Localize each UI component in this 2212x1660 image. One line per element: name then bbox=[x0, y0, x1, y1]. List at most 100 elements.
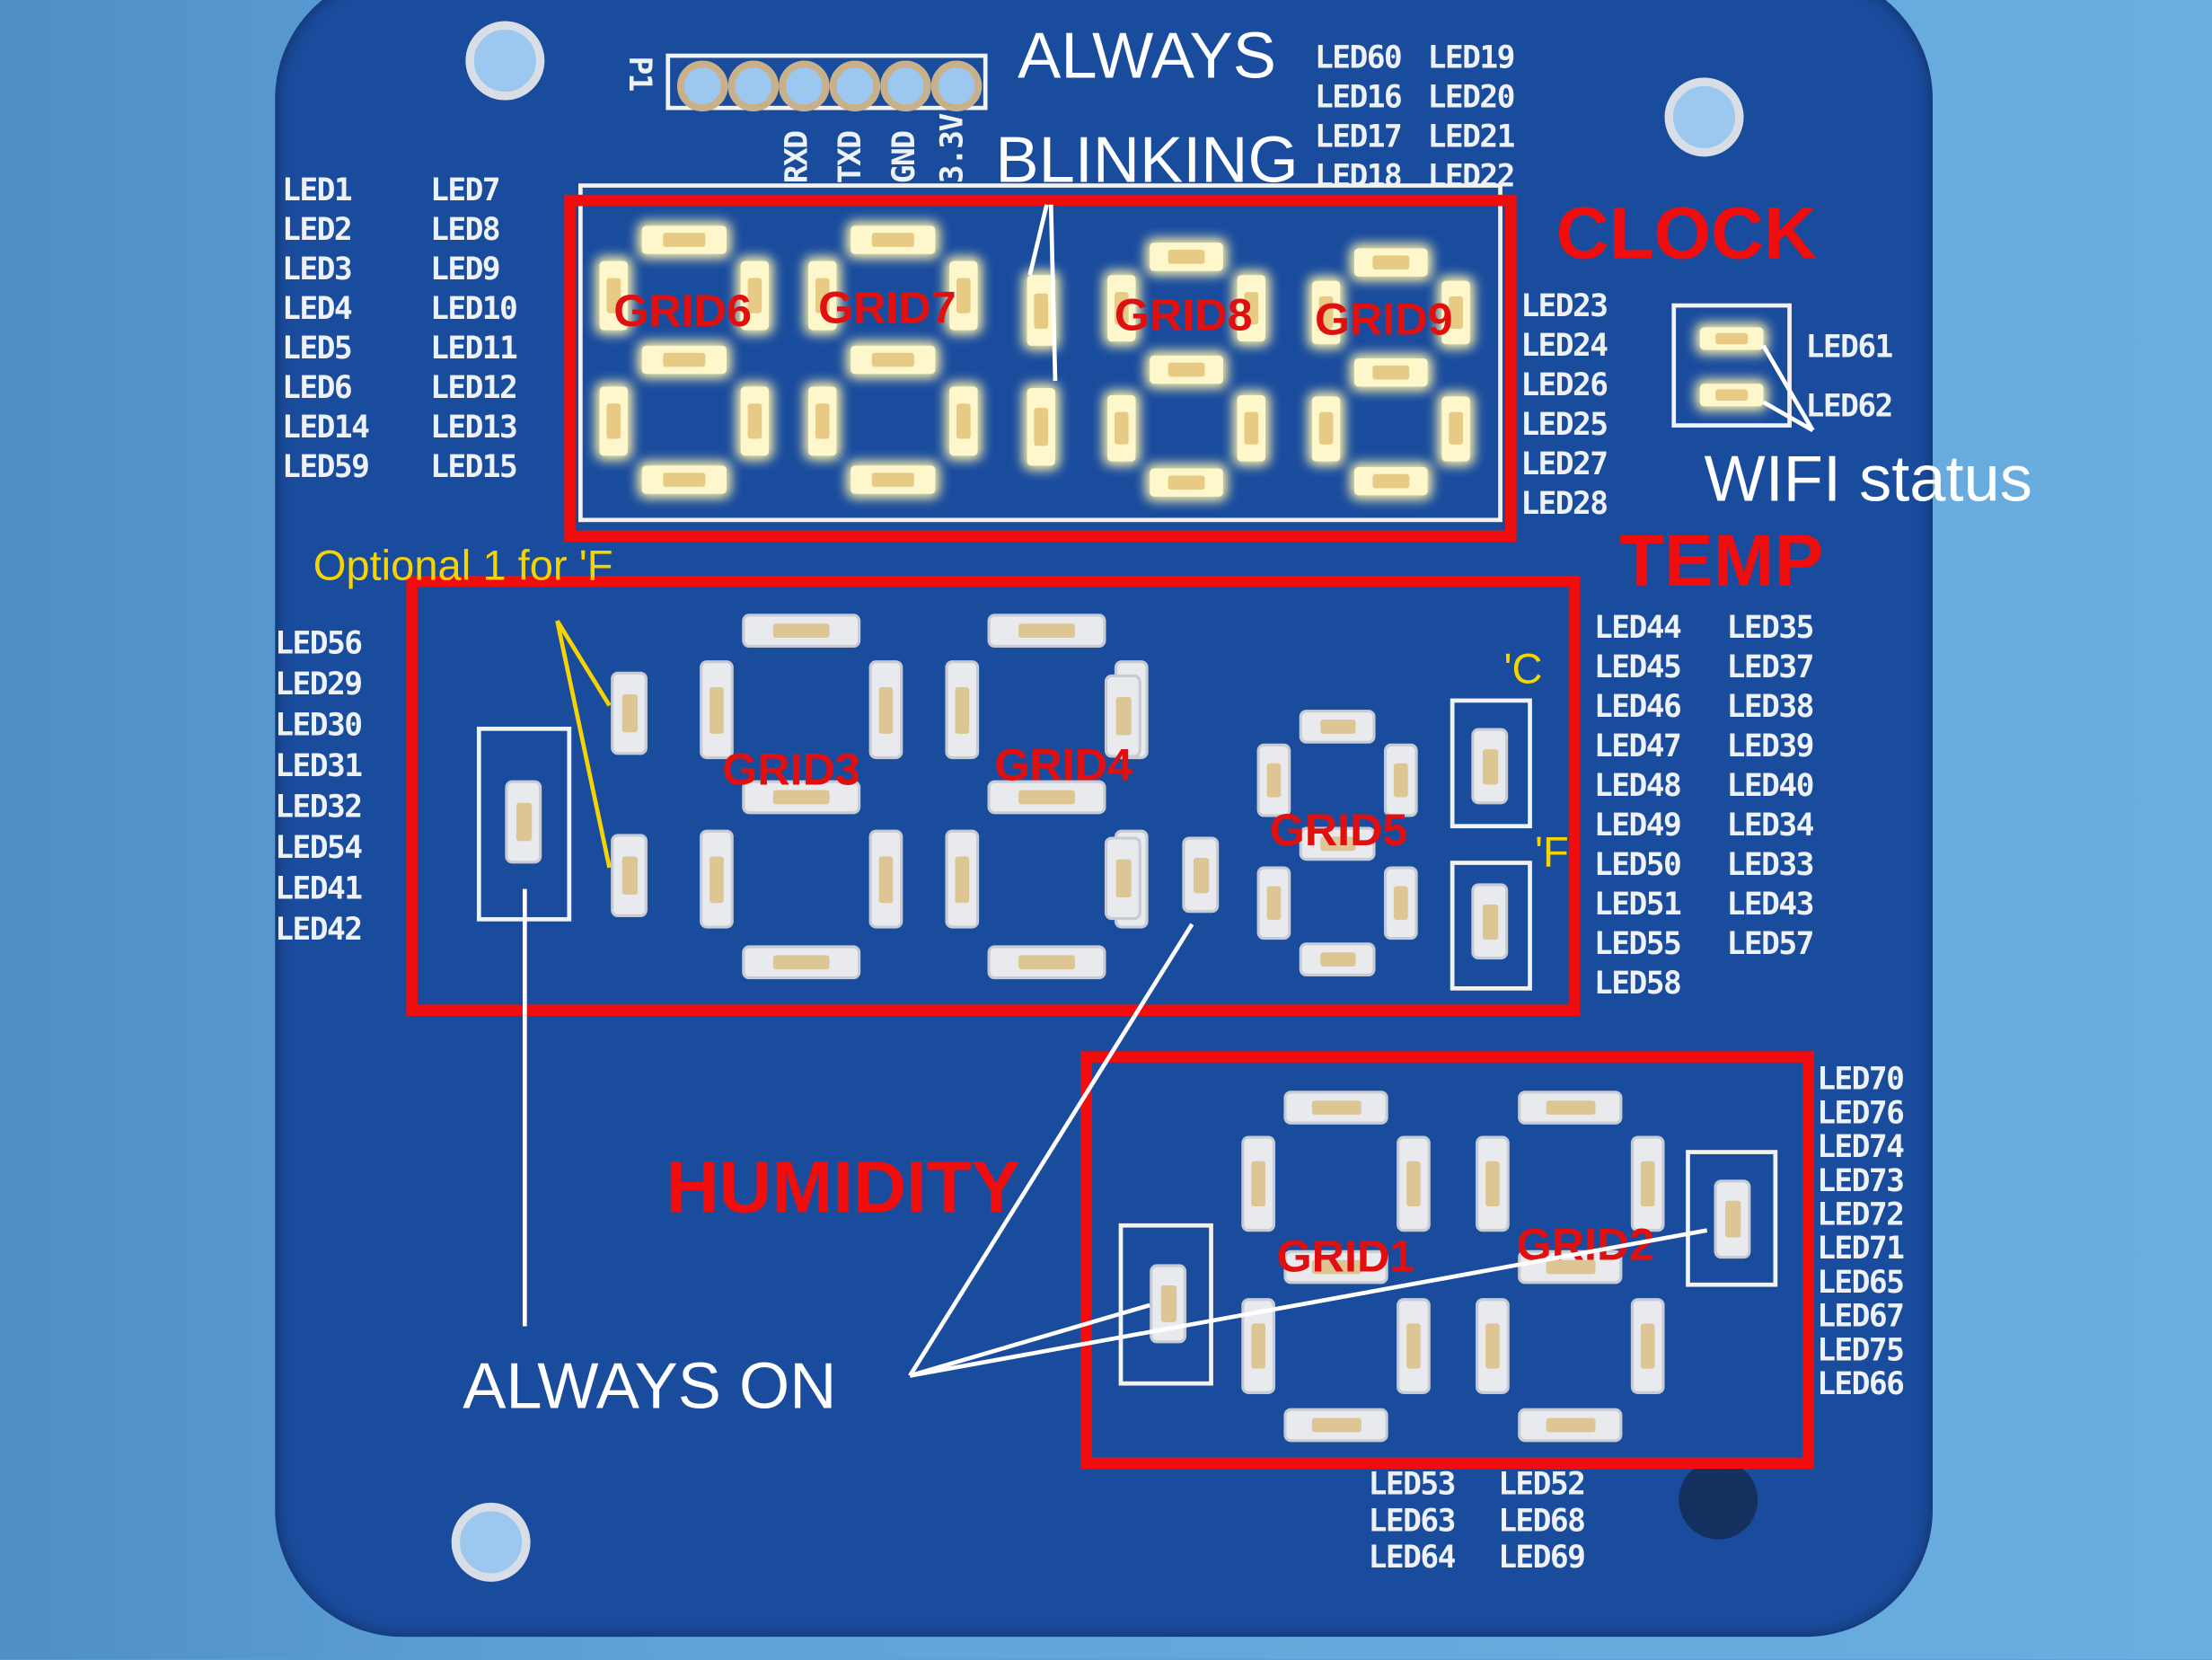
led-segment bbox=[1286, 1410, 1386, 1440]
led-segment bbox=[702, 663, 731, 757]
led-label: LED20 bbox=[1427, 80, 1516, 116]
led-segment bbox=[1027, 275, 1055, 346]
led-segment bbox=[1520, 1093, 1620, 1122]
led-label: LED71 bbox=[1817, 1232, 1905, 1267]
humidity-label: HUMIDITY bbox=[665, 1147, 1021, 1230]
led-label: LED14 bbox=[282, 411, 370, 446]
led-label: LED38 bbox=[1726, 690, 1815, 726]
clock-label: CLOCK bbox=[1555, 193, 1817, 276]
celsius-note: 'C bbox=[1503, 646, 1543, 693]
led-label: LED39 bbox=[1726, 729, 1815, 765]
led-label: LED10 bbox=[430, 292, 518, 328]
led-label: LED57 bbox=[1726, 927, 1815, 963]
grid-label: GRID3 bbox=[722, 743, 860, 795]
header-pin bbox=[676, 60, 728, 112]
led-segment bbox=[1286, 1252, 1386, 1281]
led-label: LED2 bbox=[282, 213, 353, 249]
led-label: LED35 bbox=[1726, 611, 1815, 647]
led-segment bbox=[947, 663, 976, 757]
led-label: LED11 bbox=[430, 331, 518, 367]
led-label: LED55 bbox=[1594, 927, 1682, 963]
always-on-note: ALWAYS ON bbox=[463, 1348, 837, 1423]
temp-label: TEMP bbox=[1619, 520, 1824, 603]
led-segment bbox=[1478, 1138, 1507, 1229]
led-segment bbox=[1520, 1410, 1620, 1440]
header-p1 bbox=[665, 53, 988, 110]
led-segment bbox=[1301, 712, 1373, 741]
led-label: LED52 bbox=[1498, 1467, 1586, 1503]
led-segment bbox=[808, 386, 837, 456]
led-segment bbox=[702, 832, 731, 926]
led-label: LED75 bbox=[1817, 1333, 1905, 1369]
led-segment bbox=[599, 260, 629, 331]
led-segment bbox=[1633, 1138, 1662, 1229]
led-label: LED53 bbox=[1368, 1467, 1457, 1503]
led-label: LED58 bbox=[1594, 966, 1682, 1002]
led-label: LED44 bbox=[1594, 611, 1682, 647]
wifi-led-box bbox=[1671, 303, 1792, 428]
led-label: LED3 bbox=[282, 252, 353, 288]
led-segment bbox=[947, 832, 976, 926]
led-label: LED24 bbox=[1520, 328, 1608, 365]
led-segment bbox=[641, 465, 727, 494]
led-segment bbox=[507, 782, 540, 861]
led-segment bbox=[1353, 248, 1428, 277]
led-label: LED59 bbox=[282, 450, 370, 486]
led-segment bbox=[745, 616, 859, 645]
led-segment bbox=[1474, 886, 1506, 958]
led-segment bbox=[1633, 1301, 1662, 1391]
led-label: LED7 bbox=[430, 173, 501, 209]
led-label: LED16 bbox=[1314, 80, 1403, 116]
led-segment bbox=[1699, 327, 1764, 350]
led-label: LED4 bbox=[282, 292, 353, 328]
led-label: LED33 bbox=[1726, 848, 1815, 884]
grid-label: GRID9 bbox=[1314, 293, 1453, 345]
always-on-pointer-line bbox=[908, 923, 1708, 1378]
led-label: LED31 bbox=[275, 749, 363, 785]
led-label: LED40 bbox=[1726, 769, 1815, 805]
led-segment bbox=[641, 345, 727, 375]
led-label: LED62 bbox=[1805, 389, 1894, 425]
led-segment bbox=[871, 663, 901, 757]
led-segment bbox=[599, 386, 629, 456]
led-label: LED5 bbox=[282, 331, 353, 367]
led-segment bbox=[745, 782, 859, 811]
mounting-hole bbox=[465, 21, 545, 101]
blink-pointer-line bbox=[1027, 204, 1058, 382]
led-segment bbox=[1311, 280, 1341, 345]
led-segment bbox=[1441, 280, 1470, 345]
header-pin bbox=[930, 60, 983, 112]
led-label: LED34 bbox=[1726, 808, 1815, 844]
led-segment bbox=[1399, 1138, 1428, 1229]
grid-label: GRID6 bbox=[613, 285, 752, 336]
led-segment bbox=[1150, 243, 1223, 271]
led-label: LED48 bbox=[1594, 769, 1682, 805]
led-label: LED23 bbox=[1520, 289, 1608, 325]
grid-label: GRID7 bbox=[818, 282, 956, 333]
led-segment bbox=[740, 386, 770, 456]
led-label: LED19 bbox=[1427, 40, 1516, 76]
led-segment bbox=[871, 832, 901, 926]
led-label: LED76 bbox=[1817, 1096, 1905, 1132]
led-label: LED8 bbox=[430, 213, 501, 249]
led-label: LED12 bbox=[430, 371, 518, 407]
led-segment bbox=[1259, 869, 1289, 938]
header-pin bbox=[829, 60, 881, 112]
clock-silk-outline bbox=[578, 183, 1503, 523]
clock-section-box bbox=[564, 194, 1517, 543]
header-pin bbox=[880, 60, 931, 112]
led-segment bbox=[1716, 1182, 1749, 1257]
optional-note: Optional 1 for 'F bbox=[313, 543, 613, 590]
led-segment bbox=[949, 386, 978, 456]
celsius-led-box bbox=[1450, 698, 1532, 829]
humidity-section-box bbox=[1080, 1051, 1815, 1470]
led-segment bbox=[1478, 1301, 1507, 1391]
always-blinking-note: ALWAYS BLINKING bbox=[991, 3, 1304, 211]
pcb-board bbox=[275, 0, 1933, 1638]
